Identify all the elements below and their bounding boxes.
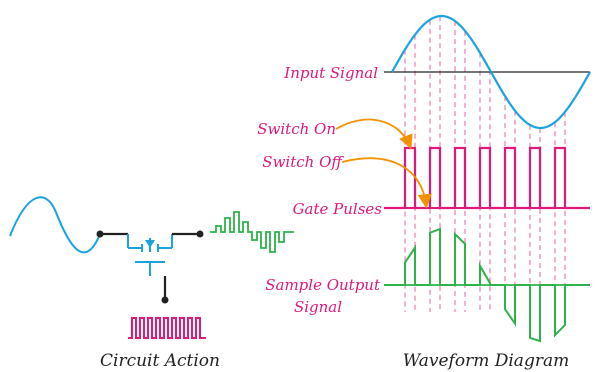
label-gate-pulses: Gate Pulses — [293, 200, 383, 218]
circuit-output-node — [196, 230, 204, 238]
mosfet-switch-icon — [127, 234, 173, 276]
circuit-gate-node — [161, 296, 169, 304]
switch-off-arrow — [341, 157, 432, 209]
sample-output-train — [384, 227, 590, 343]
circuit-input-node — [96, 230, 104, 238]
label-switch-on: Switch On — [257, 120, 336, 138]
caption-waveform-diagram: Waveform Diagram — [403, 351, 569, 371]
input-signal-sine — [391, 14, 591, 130]
label-sample-output-signal: Signal — [294, 298, 342, 316]
caption-circuit-action: Circuit Action — [100, 351, 220, 371]
label-sample-output: Sample Output — [265, 276, 381, 294]
mosfet-arrow-icon — [145, 240, 155, 248]
circuit-action — [9, 196, 294, 339]
circuit-sampled-output — [210, 211, 294, 253]
circuit-input-sine — [9, 196, 101, 254]
label-switch-off: Switch Off — [262, 153, 344, 171]
waveform-diagram — [335, 14, 591, 343]
circuit-gate-pulses — [128, 317, 206, 339]
label-input-signal: Input Signal — [283, 64, 378, 82]
switch-on-arrow — [335, 118, 413, 150]
